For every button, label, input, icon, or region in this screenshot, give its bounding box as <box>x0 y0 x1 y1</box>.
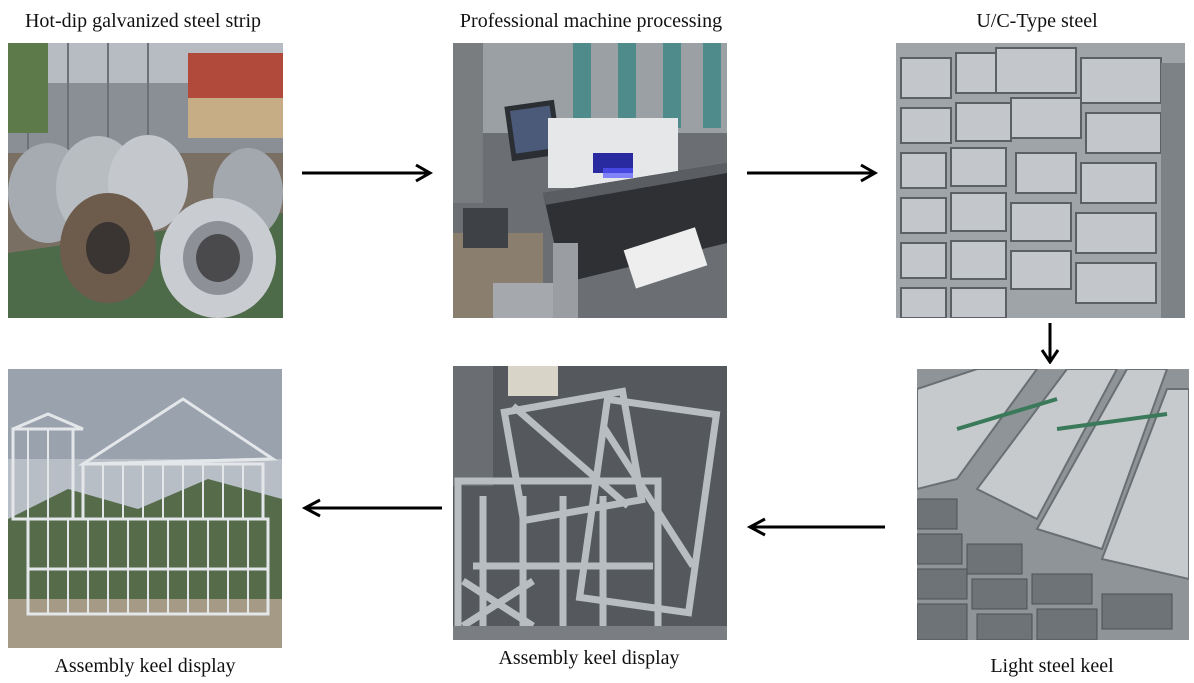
uc-type-steel-photo <box>896 43 1185 318</box>
arrow-down <box>1040 322 1060 364</box>
caption-assembly-keel-middle: Assembly keel display <box>498 647 680 669</box>
caption-assembly-keel-house: Assembly keel display <box>54 655 236 677</box>
caption-uc-type-steel: U/C-Type steel <box>976 10 1098 32</box>
arrow-left-2 <box>300 498 444 518</box>
arrow-left-1 <box>745 517 887 537</box>
machine-processing-photo <box>453 43 727 318</box>
assembly-keel-frames-photo <box>453 366 727 640</box>
steel-coils-photo <box>8 43 283 318</box>
arrow-right-2 <box>745 163 880 183</box>
caption-machine-processing: Professional machine processing <box>459 10 723 32</box>
assembly-keel-house-photo <box>8 369 282 648</box>
light-steel-keel-photo <box>917 369 1189 640</box>
caption-light-steel-keel: Light steel keel <box>990 655 1114 677</box>
caption-steel-strip: Hot-dip galvanized steel strip <box>24 10 262 32</box>
arrow-right-1 <box>300 163 435 183</box>
